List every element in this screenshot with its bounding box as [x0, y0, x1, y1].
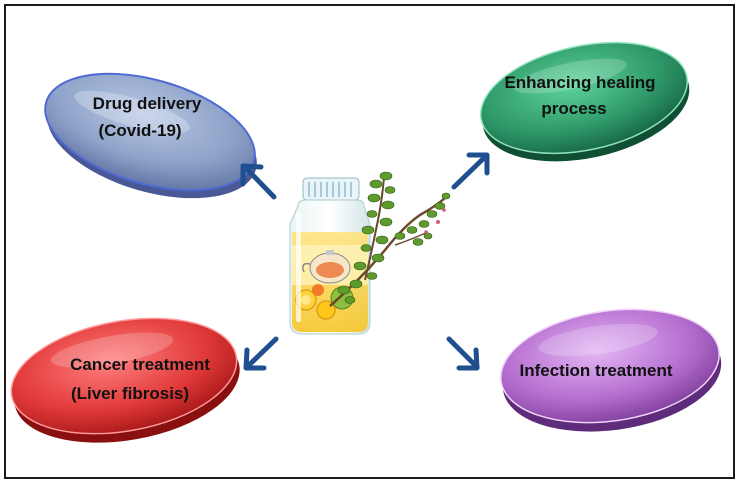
arrows	[240, 152, 490, 371]
ellipse-healing: Enhancing healing process	[479, 41, 690, 162]
herbal-bottle-icon	[289, 177, 371, 335]
cancer-label-line2: (Liver fibrosis)	[71, 384, 189, 403]
ellipse-drug-delivery: Drug delivery (Covid-19)	[44, 72, 257, 199]
arrow-up-right-icon	[451, 152, 490, 190]
drug-delivery-label-line1: Drug delivery	[93, 94, 202, 113]
infection-label: Infection treatment	[519, 361, 672, 380]
cancer-label-line1: Cancer treatment	[70, 355, 210, 374]
arrow-down-right-icon	[446, 336, 480, 371]
ellipse-cancer-treatment: Cancer treatment (Liver fibrosis)	[10, 317, 240, 443]
thyme-sprig-icon	[329, 171, 451, 307]
healing-label-line2: process	[541, 99, 606, 118]
drug-delivery-label-line2: (Covid-19)	[98, 121, 181, 140]
ellipse-infection-treatment: Infection treatment	[500, 308, 722, 432]
arrow-down-left-icon	[243, 336, 279, 371]
arrow-up-left-icon	[240, 163, 277, 200]
healing-label-line1: Enhancing healing	[504, 73, 655, 92]
